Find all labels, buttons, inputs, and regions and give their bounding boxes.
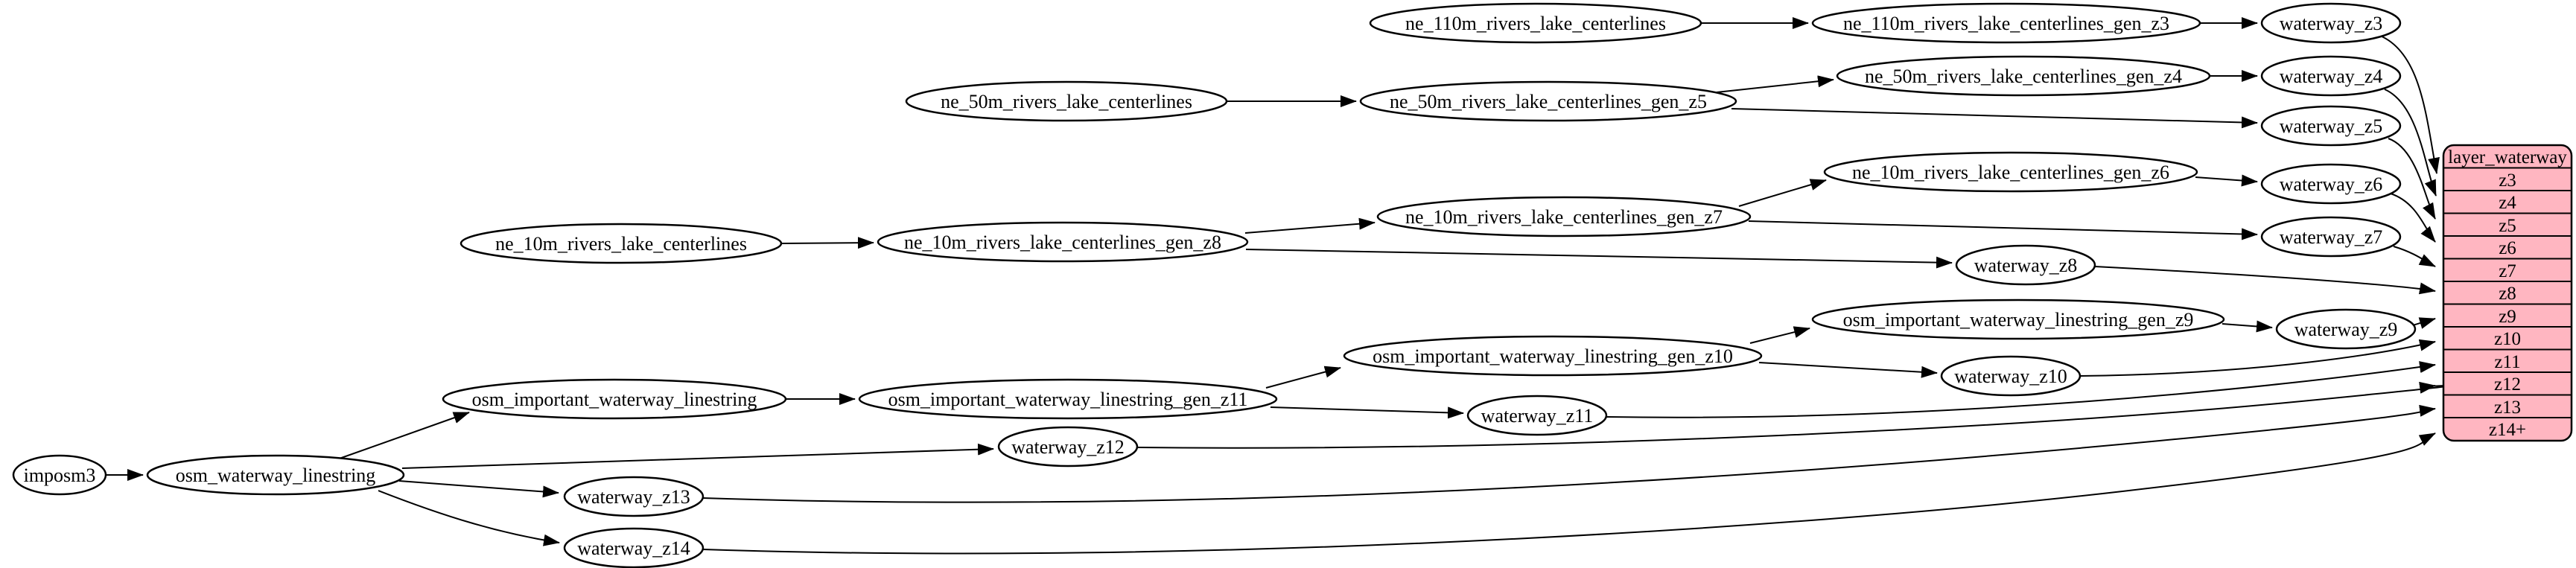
node-osm_important_waterway_linestring: osm_important_waterway_linestring [442,378,787,420]
node-osm_important_waterway_linestring_gen_z11: osm_important_waterway_linestring_gen_z1… [858,378,1278,420]
edge-waterway_z14-to-row-z14 [702,433,2436,555]
node-ne_10m_rivers_lake_centerlines_gen_z6: ne_10m_rivers_lake_centerlines_gen_z6 [1823,151,2198,193]
svg-text:osm_important_waterway_linestr: osm_important_waterway_linestring_gen_z9 [1843,309,2194,331]
edge-waterway_z6-to-row-z6 [2390,193,2436,243]
edge-gen_z5-to-gen_z4 [1716,75,1834,93]
edge-waterway_z10-to-row-z10 [2079,339,2436,377]
svg-text:ne_110m_rivers_lake_centerline: ne_110m_rivers_lake_centerlines_gen_z3 [1843,13,2169,34]
edge-waterway_z11-to-row-z11 [1606,361,2436,418]
edge-gen_z7-to-gen_z6 [1738,179,1827,207]
node-osm_important_waterway_linestring_gen_z10: osm_important_waterway_linestring_gen_z1… [1343,335,1763,377]
record-row-z14: z14+ [2489,420,2526,440]
svg-text:ne_10m_rivers_lake_centerlines: ne_10m_rivers_lake_centerlines_gen_z8 [904,232,1221,253]
svg-text:waterway_z4: waterway_z4 [2280,66,2383,87]
edge-waterway_z7-to-row-z7 [2393,246,2436,267]
record-row-z3: z3 [2499,170,2516,191]
svg-text:osm_waterway_linestring: osm_waterway_linestring [176,465,376,486]
edge-gen_z5-to-waterway_z5 [1731,108,2258,129]
svg-text:ne_50m_rivers_lake_centerlines: ne_50m_rivers_lake_centerlines_gen_z4 [1865,66,2182,87]
record-layer_waterway: layer_waterway z3 z4 z5 z6 z7 z8 z9 z10 … [2442,144,2573,442]
svg-text:ne_110m_rivers_lake_centerline: ne_110m_rivers_lake_centerlines [1405,13,1666,34]
svg-text:ne_50m_rivers_lake_centerlines: ne_50m_rivers_lake_centerlines [941,91,1192,112]
node-ne_50m_rivers_lake_centerlines_gen_z5: ne_50m_rivers_lake_centerlines_gen_z5 [1359,80,1737,122]
edge-waterway_z8-to-row-z8 [2094,266,2436,295]
edge-gen_z6-to-waterway_z6 [2195,174,2258,187]
node-waterway_z10: waterway_z10 [1940,355,2082,397]
record-row-z8: z8 [2499,284,2516,304]
node-ne_10m_rivers_lake_centerlines: ne_10m_rivers_lake_centerlines [459,223,783,264]
record-row-z9: z9 [2499,307,2516,327]
svg-text:waterway_z7: waterway_z7 [2280,226,2383,248]
svg-text:waterway_z12: waterway_z12 [1011,436,1125,458]
edge-gen_z11-to-waterway_z11 [1270,406,1464,419]
node-osm_important_waterway_linestring_gen_z9: osm_important_waterway_linestring_gen_z9 [1811,299,2225,340]
svg-text:waterway_z8: waterway_z8 [1974,255,2078,276]
edge-gen_z10-to-gen_z9 [1749,326,1810,344]
node-ne_110m_rivers_lake_centerlines_gen_z3: ne_110m_rivers_lake_centerlines_gen_z3 [1811,2,2201,44]
edge-waterway_z9-to-row-z9 [2412,317,2436,329]
node-waterway_z6: waterway_z6 [2260,163,2402,205]
svg-text:ne_10m_rivers_lake_centerlines: ne_10m_rivers_lake_centerlines_gen_z6 [1852,162,2169,183]
node-ne_10m_rivers_lake_centerlines_gen_z7: ne_10m_rivers_lake_centerlines_gen_z7 [1376,196,1752,237]
svg-text:waterway_z10: waterway_z10 [1954,366,2067,387]
record-row-z6: z6 [2499,238,2516,258]
svg-text:waterway_z11: waterway_z11 [1481,405,1594,427]
record-row-z7: z7 [2499,261,2516,281]
edge-gen_z7-to-waterway_z7 [1748,220,2258,240]
node-ne_50m_rivers_lake_centerlines_gen_z4: ne_50m_rivers_lake_centerlines_gen_z4 [1836,55,2211,97]
svg-text:osm_important_waterway_linestr: osm_important_waterway_linestring_gen_z1… [888,389,1248,410]
node-waterway_z11: waterway_z11 [1466,395,1608,436]
node-ne_10m_rivers_lake_centerlines_gen_z8: ne_10m_rivers_lake_centerlines_gen_z8 [877,221,1249,263]
edges [106,17,2452,555]
node-osm_waterway_linestring: osm_waterway_linestring [146,454,405,496]
record-title: layer_waterway [2448,147,2567,167]
edge-waterway_z5-to-row-z5 [2388,138,2436,220]
edge-waterway_z13-to-row-z13 [702,404,2436,503]
svg-text:ne_10m_rivers_lake_centerlines: ne_10m_rivers_lake_centerlines_gen_z7 [1405,206,1723,228]
svg-text:waterway_z13: waterway_z13 [577,486,690,508]
record-background [2442,144,2573,442]
node-ne_110m_rivers_lake_centerlines: ne_110m_rivers_lake_centerlines [1369,2,1702,44]
svg-text:waterway_z6: waterway_z6 [2280,173,2383,195]
edge-gen_z8-to-waterway_z8 [1245,249,1953,269]
svg-text:waterway_z9: waterway_z9 [2294,319,2398,340]
record-row-z11: z11 [2494,352,2520,372]
record-row-z12: z12 [2494,374,2521,395]
node-waterway_z9: waterway_z9 [2275,308,2417,350]
svg-text:osm_important_waterway_linestr: osm_important_waterway_linestring_gen_z1… [1373,345,1733,367]
record-row-z10: z10 [2494,329,2521,349]
edge-gen_z11-to-gen_z10 [1265,366,1341,389]
edge-osm_waterway_linestring-to-waterway_z13 [398,480,559,498]
edge-waterway_z3-to-row-z3 [2379,35,2440,174]
node-waterway_z12: waterway_z12 [997,426,1139,468]
svg-text:ne_50m_rivers_lake_centerlines: ne_50m_rivers_lake_centerlines_gen_z5 [1390,91,1707,112]
svg-text:imposm3: imposm3 [24,465,96,486]
edge-osm_waterway_linestring-to-waterway_z14 [378,490,560,546]
svg-text:waterway_z14: waterway_z14 [577,537,690,559]
node-waterway_z3: waterway_z3 [2260,2,2402,44]
edge-gen_z8-to-gen_z7 [1244,217,1376,234]
node-waterway_z13: waterway_z13 [563,476,705,517]
edge-gen_z10-to-waterway_z10 [1758,362,1938,378]
svg-text:waterway_z3: waterway_z3 [2280,13,2383,34]
svg-text:ne_10m_rivers_lake_centerlines: ne_10m_rivers_lake_centerlines [495,233,747,255]
node-waterway_z5: waterway_z5 [2260,105,2402,147]
svg-text:osm_important_waterway_linestr: osm_important_waterway_linestring [472,389,757,410]
nodes: imposm3 osm_waterway_linestring osm_impo… [12,2,2417,568]
edge-osm_waterway_linestring-to-waterway_z12 [401,443,994,469]
node-waterway_z14: waterway_z14 [563,527,705,568]
svg-text:waterway_z5: waterway_z5 [2280,115,2383,137]
node-waterway_z7: waterway_z7 [2260,216,2402,258]
node-ne_50m_rivers_lake_centerlines: ne_50m_rivers_lake_centerlines [905,80,1228,122]
record-row-z4: z4 [2499,193,2516,213]
edge-waterway_z4-to-row-z4 [2384,89,2437,197]
edge-osm_waterway_linestring-to-osm_important_waterway_linestring [334,412,470,461]
edge-gen_z9-to-waterway_z9 [2222,320,2273,333]
node-imposm3: imposm3 [12,454,107,496]
record-row-z5: z5 [2499,216,2516,236]
node-waterway_z4: waterway_z4 [2260,55,2402,97]
node-waterway_z8: waterway_z8 [1955,244,2096,286]
record-row-z13: z13 [2494,398,2521,418]
